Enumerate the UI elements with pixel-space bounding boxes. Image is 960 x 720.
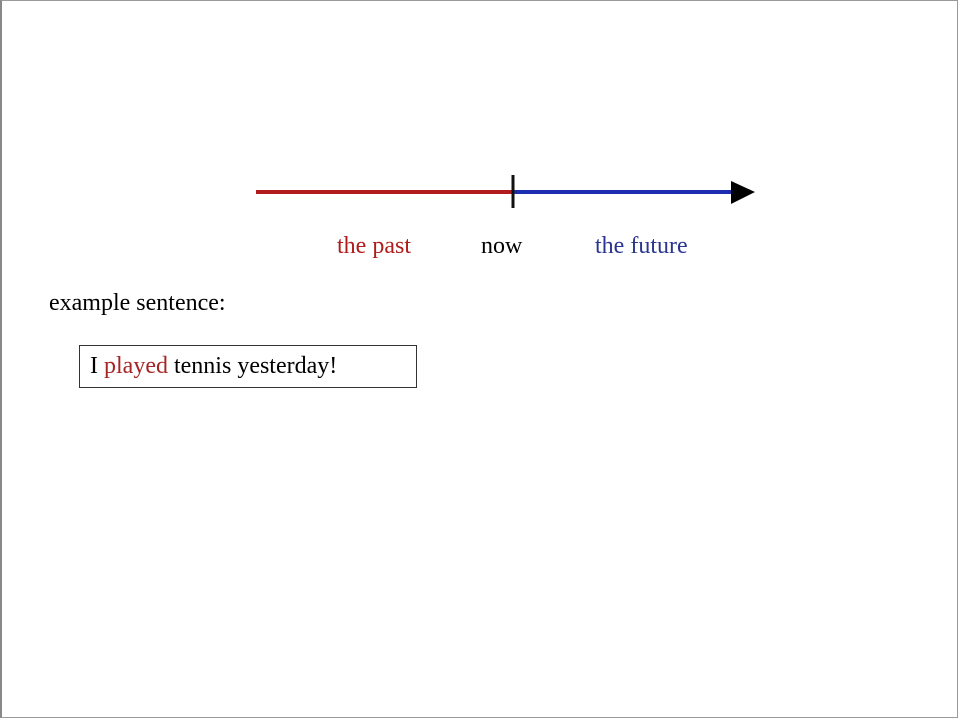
now-label: now: [481, 233, 523, 259]
past-label: the past: [337, 233, 411, 259]
example-sentence-box: I played tennis yesterday!: [79, 345, 417, 388]
arrow-head-icon: [731, 181, 755, 204]
example-heading: example sentence:: [49, 290, 226, 316]
sentence-end: tennis yesterday!: [167, 353, 338, 379]
sentence-start: I: [90, 353, 104, 379]
sentence-verb-highlight: played: [104, 353, 168, 379]
future-label: the future: [595, 233, 688, 259]
